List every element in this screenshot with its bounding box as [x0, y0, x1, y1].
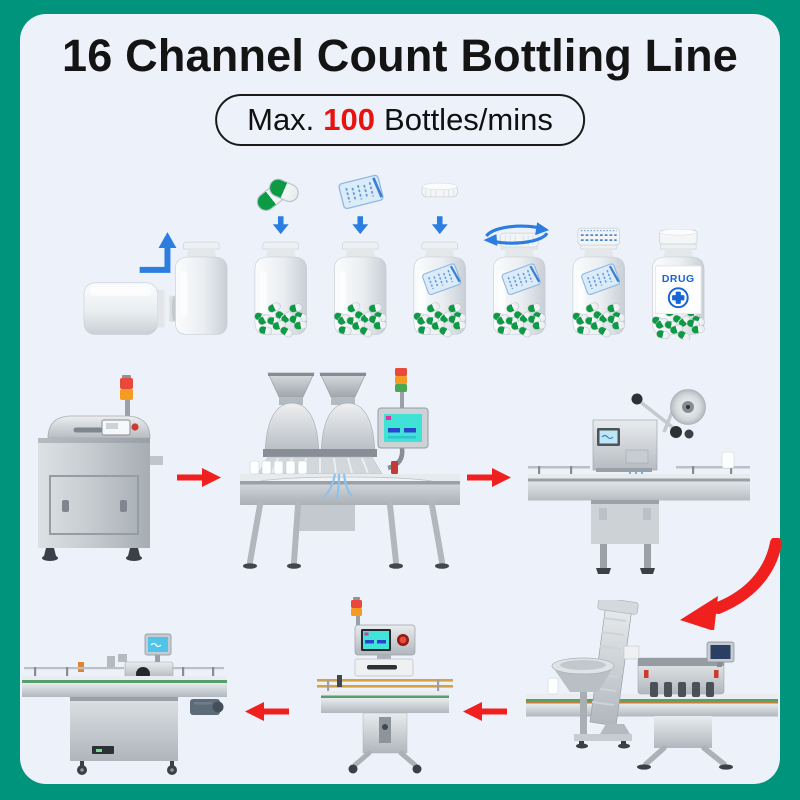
induction-sealing-machine-icon [317, 597, 453, 774]
down-arrow-icon [272, 216, 289, 235]
cabinet-door [49, 475, 139, 535]
control-display [101, 419, 139, 436]
arrow-curved-down-icon [680, 538, 782, 630]
capping-machine-icon [526, 600, 778, 770]
sealing-head [354, 658, 414, 677]
arrow-right-icon [177, 468, 221, 487]
badge-prefix: Max. [247, 102, 315, 137]
arrow-left-icon [245, 702, 289, 721]
hmi-screen [597, 428, 620, 446]
bottle-lying-icon [83, 232, 178, 335]
machine-legs [247, 502, 445, 565]
cap-tightening-icon [483, 222, 550, 338]
sealed-cap-icon [577, 227, 621, 246]
conveyor [240, 474, 460, 505]
cabinet-base [70, 697, 178, 761]
labeling-head [107, 654, 174, 681]
label-roll-icon [670, 389, 706, 425]
cap-sealed-icon [572, 227, 627, 338]
cap-dropping-icon [413, 182, 468, 338]
hmi-screen [706, 641, 735, 667]
bottles-on-conveyor [249, 460, 308, 475]
medical-cross-icon [667, 287, 689, 309]
signal-tower-icon [395, 368, 407, 408]
arrow-right-icon [467, 468, 511, 487]
cap-icon [421, 182, 459, 198]
bottle-labeled-icon: DRUG [651, 228, 706, 340]
signal-tower-icon [120, 375, 133, 418]
wrap-labeling-machine-icon [22, 633, 227, 775]
conveyor [321, 691, 449, 713]
discharge-funnels [322, 473, 353, 501]
control-box [354, 624, 416, 656]
caster-wheels [77, 761, 177, 775]
hmi-touchscreen [377, 407, 429, 449]
bottle-process-row: DRUG [83, 173, 718, 340]
page-title: 16 Channel Count Bottling Line [62, 30, 738, 81]
feed-hoppers [267, 372, 367, 405]
desiccant-inserting-icon [333, 173, 388, 339]
top-labeling-machine-icon [528, 389, 750, 574]
counter-domes [263, 402, 377, 457]
guide-rails [317, 679, 453, 688]
conveyor [526, 694, 778, 717]
counting-machine-16-channel-icon [240, 368, 460, 569]
drug-label: DRUG [654, 265, 702, 315]
pedestal-base [348, 712, 422, 774]
signal-tower-icon [351, 597, 362, 625]
bottle-unscrambler-machine-icon [38, 375, 163, 561]
cap-icon [658, 228, 698, 245]
badge-highlight-number: 100 [323, 102, 376, 137]
flip-up-arrow-icon [139, 232, 177, 273]
drug-label-text: DRUG [662, 274, 695, 285]
bottle-empty-icon [174, 241, 228, 335]
drive-motor-icon [190, 699, 224, 715]
cap-sorter-bowl-icon [551, 657, 632, 749]
badge-suffix: Bottles/mins [384, 102, 553, 137]
conveyor [22, 676, 227, 697]
conveyor [528, 474, 750, 501]
arrow-left-icon [463, 702, 507, 721]
machine-legs [643, 745, 727, 767]
monitor-icon [144, 633, 172, 663]
machine-feet [42, 548, 142, 561]
rotate-arrows-icon [483, 222, 550, 247]
capacity-badge: Max. 100 Bottles/mins [215, 94, 585, 146]
capsules-filling-icon [253, 175, 309, 338]
down-arrow-icon [352, 216, 369, 235]
down-arrow-icon [431, 216, 448, 235]
capping-turret [637, 657, 725, 697]
